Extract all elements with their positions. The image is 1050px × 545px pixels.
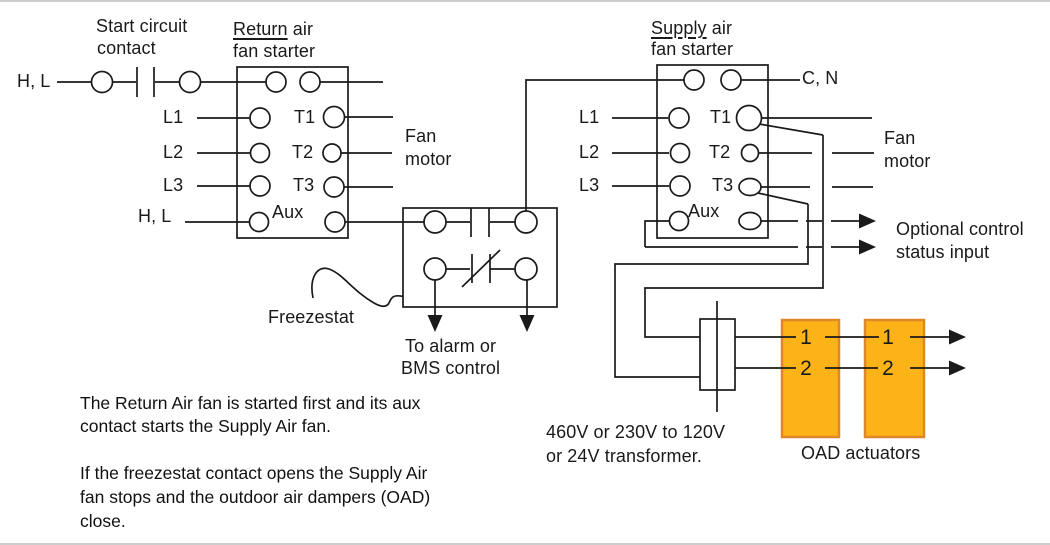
- note2-line3: close.: [80, 511, 126, 531]
- arrowheads: [427, 213, 966, 376]
- note2-line2: fan stops and the outdoor air dampers (O…: [80, 487, 431, 507]
- optional-control-label-line1: Optional control: [896, 219, 1024, 239]
- return-starter-title-line1: Return air: [233, 19, 314, 39]
- return-starter-title-line2: fan starter: [233, 41, 316, 61]
- oad2-terminal-2: 2: [882, 357, 894, 380]
- note1-line1: The Return Air fan is started first and …: [80, 393, 421, 413]
- supply-starter-title-line2: fan starter: [651, 39, 734, 59]
- no-contact-start-circuit: [136, 67, 155, 97]
- oad-actuator-1: [780, 318, 841, 439]
- return-aux-label: Aux: [272, 202, 304, 222]
- oad2-terminal-1: 1: [882, 326, 894, 349]
- cn-label: C, N: [802, 68, 839, 88]
- freezestat-pointer-squiggle: [311, 267, 404, 308]
- hl-bottom-label: H, L: [138, 206, 172, 226]
- supply-l3-label: L3: [579, 175, 600, 195]
- fan-motor-left-label-line1: Fan: [405, 126, 437, 146]
- terminal-circles: [90, 69, 763, 281]
- return-t1-label: T1: [294, 107, 316, 127]
- oad-actuator-2: [863, 318, 926, 439]
- top-divider: [0, 0, 1050, 2]
- return-l1-label: L1: [163, 107, 184, 127]
- supply-l2-label: L2: [579, 142, 600, 162]
- oad-actuators-label: OAD actuators: [801, 443, 921, 463]
- start-circuit-label-line1: Start circuit: [96, 16, 188, 36]
- transformer-label-line2: or 24V transformer.: [546, 446, 702, 466]
- supply-fan-starter-box: [656, 64, 769, 239]
- transformer-label-line1: 460V or 230V to 120V: [546, 422, 726, 442]
- fan-motor-right-label-line1: Fan: [884, 128, 916, 148]
- no-contact-freezestat: [470, 208, 490, 237]
- return-l3-label: L3: [163, 175, 184, 195]
- return-t3-label: T3: [293, 175, 315, 195]
- supply-t1-label: T1: [710, 107, 732, 127]
- start-circuit-label-line2: contact: [97, 38, 156, 58]
- note1-line2: contact starts the Supply Air fan.: [80, 416, 331, 436]
- alarm-label-line1: To alarm or: [405, 336, 497, 356]
- supply-aux-label: Aux: [688, 201, 720, 221]
- note2-line1: If the freezestat contact opens the Supp…: [80, 463, 428, 483]
- supply-t2-label: T2: [709, 142, 731, 162]
- oad1-terminal-2: 2: [800, 357, 812, 380]
- fan-motor-left-label-line2: motor: [405, 149, 452, 169]
- oad1-terminal-1: 1: [800, 326, 812, 349]
- optional-control-label-line2: status input: [896, 242, 990, 262]
- nc-contact-freezestat: [461, 249, 501, 288]
- freezestat-box: [402, 207, 558, 308]
- supply-starter-title-line1: Supply air: [651, 18, 733, 38]
- wiring-lines: [57, 79, 951, 412]
- supply-l1-label: L1: [579, 107, 600, 127]
- alarm-label-line2: BMS control: [401, 358, 501, 378]
- supply-t3-label: T3: [712, 175, 734, 195]
- return-t2-label: T2: [292, 142, 314, 162]
- return-l2-label: L2: [163, 142, 184, 162]
- transformer-box: [699, 318, 736, 391]
- hl-top-label: H, L: [17, 71, 51, 91]
- bottom-divider: [0, 543, 1050, 545]
- fan-motor-right-label-line2: motor: [884, 151, 931, 171]
- freezestat-label: Freezestat: [268, 307, 355, 327]
